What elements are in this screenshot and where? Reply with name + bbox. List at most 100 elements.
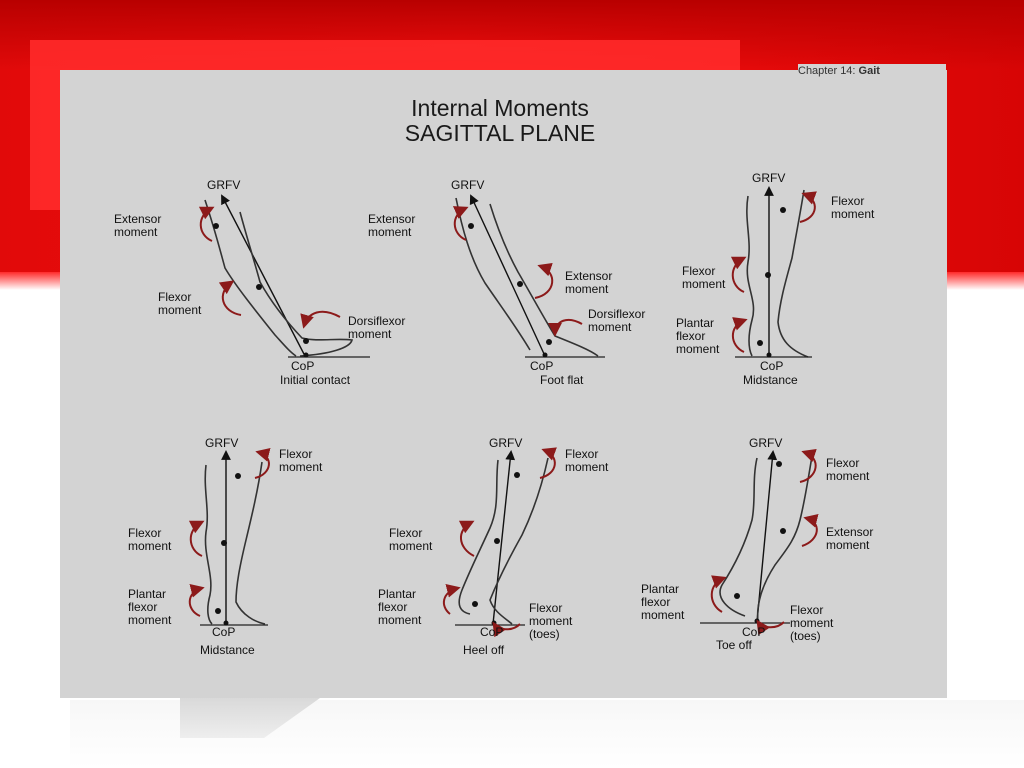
ankle-moment-arrow — [188, 583, 205, 617]
cop-label: CoP — [480, 625, 503, 639]
grfv-vector — [221, 194, 306, 357]
cop-label: CoP — [760, 359, 783, 373]
leg-posterior-outline — [455, 197, 531, 351]
ankle-moment-arrow — [731, 317, 748, 353]
running-head-bold: Gait — [858, 65, 880, 77]
panel2-caption: Foot flat — [540, 373, 584, 387]
knee-moment-arrow — [534, 262, 554, 299]
chapter-running-head: Chapter 14: Gait — [798, 64, 946, 78]
hip-moment-arrow — [452, 206, 469, 241]
leg-posterior-outline — [719, 457, 758, 617]
knee-moment-arrow — [801, 513, 819, 547]
figure-panel — [60, 70, 947, 698]
cop-dot — [766, 352, 772, 358]
grfv-label: GRFV — [489, 436, 522, 450]
ankle-moment-arrow — [548, 318, 583, 337]
ankle-moment-arrow — [710, 575, 727, 613]
figure-title-line1: Internal Moments — [411, 95, 589, 121]
ankle-moment-arrow — [442, 583, 461, 615]
hip-moment-arrow — [254, 447, 271, 479]
knee-joint-dot — [494, 538, 500, 544]
toe-moment-arrow — [492, 621, 521, 638]
knee-joint-dot — [256, 284, 262, 290]
ankle-joint-dot — [757, 340, 763, 346]
grfv-vector — [756, 450, 778, 623]
grfv-vector — [492, 450, 516, 625]
ankle-moment-arrow — [300, 310, 341, 329]
grfv-label: GRFV — [451, 178, 484, 192]
knee-joint-dot — [765, 272, 771, 278]
cop-dot — [542, 352, 548, 358]
knee-moment-arrow — [458, 520, 475, 557]
hip-joint-dot — [468, 223, 474, 229]
leg-anterior-outline — [235, 461, 266, 625]
knee-moment-arrow — [188, 520, 205, 557]
cop-label: CoP — [742, 625, 765, 639]
leg-posterior-outline — [458, 459, 499, 615]
hip-joint-dot — [776, 461, 782, 467]
ankle-joint-dot — [303, 338, 309, 344]
leg-posterior-outline — [204, 199, 297, 357]
panel3-caption: Midstance — [743, 373, 798, 387]
ankle-joint-dot — [472, 601, 478, 607]
leg-anterior-outline — [756, 455, 813, 623]
knee-moment-arrow — [218, 280, 242, 316]
hip-moment-arrow — [799, 191, 817, 223]
toe-moment-arrow — [756, 619, 785, 636]
hip-moment-arrow — [539, 447, 557, 479]
knee-joint-dot — [780, 528, 786, 534]
grfv-label: GRFV — [752, 171, 785, 185]
leg-anterior-outline — [489, 203, 599, 357]
ankle-joint-dot — [546, 339, 552, 345]
hip-joint-dot — [213, 223, 219, 229]
cop-label: CoP — [530, 359, 553, 373]
grfv-label: GRFV — [205, 436, 238, 450]
hip-joint-dot — [235, 473, 241, 479]
ankle-joint-dot — [734, 593, 740, 599]
hip-moment-arrow — [198, 206, 215, 242]
leg-posterior-outline — [746, 195, 755, 357]
grfv-label: GRFV — [207, 178, 240, 192]
cop-label: CoP — [291, 359, 314, 373]
grfv-vector — [469, 194, 546, 357]
knee-joint-dot — [221, 540, 227, 546]
cop-dot — [223, 620, 229, 626]
panel6-caption: Toe off — [716, 638, 752, 652]
figure-title: Internal Moments SAGITTAL PLANE — [340, 96, 660, 146]
panel1-caption: Initial contact — [280, 373, 351, 387]
knee-joint-dot — [517, 281, 523, 287]
hip-moment-arrow — [799, 448, 817, 483]
hip-joint-dot — [514, 472, 520, 478]
cop-label: CoP — [212, 625, 235, 639]
figure-title-line2: SAGITTAL PLANE — [404, 120, 596, 146]
knee-moment-arrow — [730, 256, 747, 293]
leg-anterior-outline — [777, 189, 809, 358]
ankle-joint-dot — [215, 608, 221, 614]
